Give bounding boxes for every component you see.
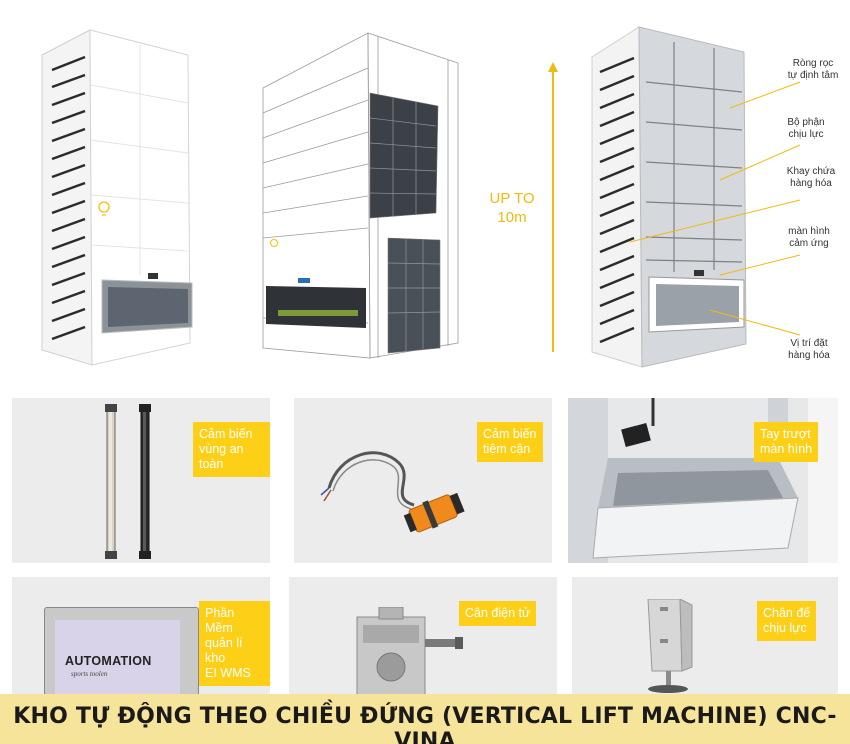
component-tag: Chân đế chịu lực	[757, 601, 817, 641]
component-tile-support-foot: Chân đế chịu lực	[572, 577, 838, 694]
vlm-transparent-illustration	[591, 26, 747, 368]
screen-sub: sports toolen	[71, 670, 108, 678]
hmi-screen: AUTOMATION sports toolen	[55, 620, 180, 694]
callout-line: hàng hóa	[788, 350, 830, 361]
banner-title: KHO TỰ ĐỘNG THEO CHIỀU ĐỨNG (VERTICAL LI…	[13, 704, 837, 744]
tag-line: màn hình	[760, 442, 813, 456]
callout-line: Khay chứa	[786, 166, 836, 177]
callout-line: chịu lực	[788, 129, 824, 140]
component-tag: Cảm biến tiệm cận	[477, 422, 543, 462]
tag-line: tiệm cận	[483, 442, 531, 456]
tag-line: Cảm biến	[199, 427, 253, 441]
component-tile-wms-software: AUTOMATION sports toolen Phần Mềm quản l…	[12, 577, 270, 694]
component-tile-safety-sensor: Cảm biến vùng an toàn	[12, 398, 270, 563]
callout-line: Bộ phận	[787, 117, 825, 128]
screen-brand: AUTOMATION	[65, 654, 152, 668]
component-tile-load-cell: Cân điện tử	[289, 577, 557, 694]
component-tag: Tay trượt màn hình	[754, 422, 819, 462]
height-label: UP TO 10m	[482, 189, 542, 227]
tag-line: Phần Mềm	[205, 606, 235, 635]
callout-line: Ròng rọc	[792, 58, 834, 69]
callout-line: màn hình	[788, 226, 830, 237]
tag-line: EI WMS	[205, 666, 251, 680]
title-banner: KHO TỰ ĐỘNG THEO CHIỀU ĐỨNG (VERTICAL LI…	[0, 694, 850, 744]
callout-goods-position: Vị trí đặt hàng hóa	[776, 338, 842, 362]
component-tile-proximity-sensor: Cảm biến tiệm cận	[294, 398, 552, 563]
tag-line: Tay trượt	[760, 427, 811, 441]
support-foot-icon	[647, 599, 693, 693]
callout-touchscreen: màn hình cảm ứng	[776, 226, 842, 250]
callout-line: tự định tâm	[787, 70, 839, 81]
tag-line: Chân đế	[763, 606, 811, 620]
component-tag: Cảm biến vùng an toàn	[193, 422, 270, 477]
height-arrow-icon	[548, 62, 558, 352]
component-tag: Phần Mềm quản lí kho EI WMS	[199, 601, 270, 686]
light-curtain-sensor-icon	[105, 404, 151, 559]
callout-tray: Khay chứa hàng hóa	[776, 166, 846, 190]
component-tile-screen-arm: Tay trượt màn hình	[568, 398, 838, 563]
hmi-panel: AUTOMATION sports toolen	[44, 607, 199, 694]
tag-line: vùng an toàn	[199, 442, 244, 471]
component-tag: Cân điện tử	[459, 601, 537, 626]
tag-line: quản lí kho	[205, 636, 243, 665]
callout-load-bearing: Bộ phận chịu lực	[776, 117, 836, 141]
height-label-line1: UP TO	[489, 190, 535, 207]
screen-arm-icon	[568, 398, 838, 563]
proximity-sensor-icon	[320, 451, 465, 533]
tag-line: Cảm biến	[483, 427, 537, 441]
vlm-wireframe-illustration	[262, 32, 459, 359]
tag-line: Cân điện tử	[465, 606, 531, 620]
callout-line: Vị trí đặt	[790, 338, 828, 349]
height-label-line2: 10m	[497, 209, 527, 226]
vlm-solid-illustration	[41, 29, 193, 366]
callout-line: cảm ứng	[789, 238, 829, 249]
load-cell-icon	[356, 607, 463, 694]
callout-pulley: Ròng rọc tự định tâm	[776, 58, 850, 82]
tag-line: chịu lực	[763, 621, 807, 635]
callout-leaders	[629, 81, 801, 336]
callout-line: hàng hóa	[790, 178, 832, 189]
